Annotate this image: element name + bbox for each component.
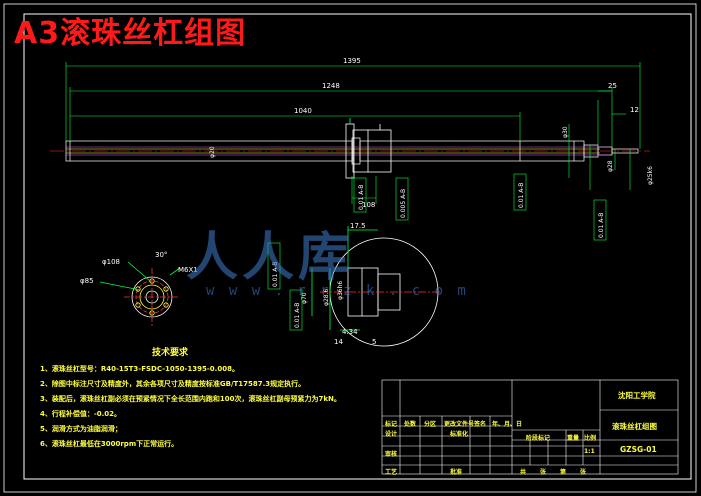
dim-dia25: φ25k6 bbox=[647, 166, 654, 185]
sheet-unit: 张 bbox=[540, 469, 547, 476]
note-item: 3、装配后，滚珠丝杠副必须在预紧情况下全长范围内跑和100次，滚珠丝杠副母预紧力… bbox=[40, 395, 341, 403]
dim-25: 25 bbox=[608, 82, 617, 90]
ball-nut bbox=[345, 118, 392, 179]
dim-dia108: φ108 bbox=[102, 258, 120, 266]
label-scale: 比例 bbox=[584, 435, 597, 442]
dim-angle30: 30° bbox=[155, 251, 167, 259]
dim-1040: 1040 bbox=[294, 107, 312, 115]
dim-dia28: φ28 bbox=[607, 160, 614, 172]
technical-requirements: 技术要求 1、滚珠丝杠型号：R40-15T3-FSDC-1050-1395-0.… bbox=[40, 345, 380, 454]
outer-frame bbox=[3, 3, 697, 493]
tol-6: 0.01 A-B bbox=[294, 303, 301, 328]
sheet-total: 共 bbox=[520, 469, 527, 476]
label-process: 工艺 bbox=[385, 469, 398, 476]
note-item: 1、滚珠丝杠型号：R40-15T3-FSDC-1050-1395-0.008。 bbox=[40, 365, 239, 373]
watermark-url: w w w . r r z k . c o m bbox=[206, 283, 469, 299]
tol-3: 0.01 A-B bbox=[518, 183, 525, 208]
drawing-name: 滚珠丝杠组图 bbox=[612, 422, 657, 431]
notes-title: 技术要求 bbox=[152, 348, 189, 358]
sheet-unit: 张 bbox=[580, 469, 587, 476]
label-approve: 批准 bbox=[450, 469, 463, 476]
tol-5: 0.01 A-B bbox=[272, 262, 279, 287]
label-weight: 重量 bbox=[567, 435, 580, 442]
label-design: 设计 bbox=[385, 431, 398, 438]
inner-frame bbox=[23, 13, 692, 480]
dim-17-5: 17.5 bbox=[350, 222, 366, 230]
rev-label: 更改文件号 bbox=[444, 421, 475, 428]
dim-1248: 1248 bbox=[322, 82, 340, 90]
dim-12: 12 bbox=[630, 106, 639, 114]
dimension-lines bbox=[65, 62, 641, 204]
dim-dia36: φ36h6 bbox=[337, 281, 344, 300]
flange-view bbox=[99, 261, 181, 326]
note-item: 6、滚珠丝杠最低在3000rpm下正常运行。 bbox=[40, 440, 179, 448]
dim-dia30: φ30 bbox=[562, 126, 569, 138]
title-block-grid bbox=[381, 379, 679, 475]
note-item: 5、润滑方式为油脂润滑； bbox=[40, 425, 122, 433]
school-name: 沈阳工学院 bbox=[618, 391, 656, 400]
tol-4: 0.01 A-B bbox=[598, 213, 605, 238]
detail-view bbox=[311, 226, 440, 347]
drawing-number: GZSG-01 bbox=[620, 445, 657, 454]
rev-label: 标记 bbox=[385, 421, 398, 428]
dim-m6: M6X1 bbox=[178, 266, 198, 274]
label-check: 审核 bbox=[385, 451, 398, 458]
watermark-logo: 人人库 bbox=[186, 227, 355, 288]
rev-label: 处数 bbox=[404, 421, 417, 428]
page-title: A3滚珠丝杠组图 bbox=[14, 16, 247, 51]
note-item: 4、行程补偿值：-0.02。 bbox=[40, 410, 122, 418]
dim-dia20: φ20 bbox=[209, 146, 216, 158]
sheet-current: 第 bbox=[560, 469, 567, 476]
rev-label: 年、月、日 bbox=[492, 421, 523, 428]
dim-14: 14 bbox=[334, 338, 343, 346]
tol-2: 0.005 A-B bbox=[400, 189, 407, 218]
rev-label: 分区 bbox=[424, 421, 437, 428]
dim-1395: 1395 bbox=[343, 57, 361, 65]
tol-1: 0.01 A-B bbox=[358, 185, 365, 210]
dim-dia85: φ85 bbox=[80, 277, 94, 285]
dim-dia28-6: φ28.6 bbox=[323, 289, 330, 307]
scale-value: 1:1 bbox=[584, 448, 595, 455]
dim-dia70: φ70 bbox=[301, 292, 308, 304]
label-standard: 标准化 bbox=[450, 431, 469, 438]
dim-5: 5 bbox=[372, 338, 376, 346]
note-item: 2、除图中标注尺寸及精度外，其余各项尺寸及精度按标准GB/T17587.3规定执… bbox=[40, 380, 306, 388]
tolerance-frames bbox=[267, 173, 607, 331]
label-stage: 阶段标记 bbox=[526, 435, 551, 442]
dim-108: 108 bbox=[362, 201, 375, 209]
rev-label: 签名 bbox=[474, 421, 487, 428]
dim-4-34: 4.34 bbox=[342, 328, 358, 336]
